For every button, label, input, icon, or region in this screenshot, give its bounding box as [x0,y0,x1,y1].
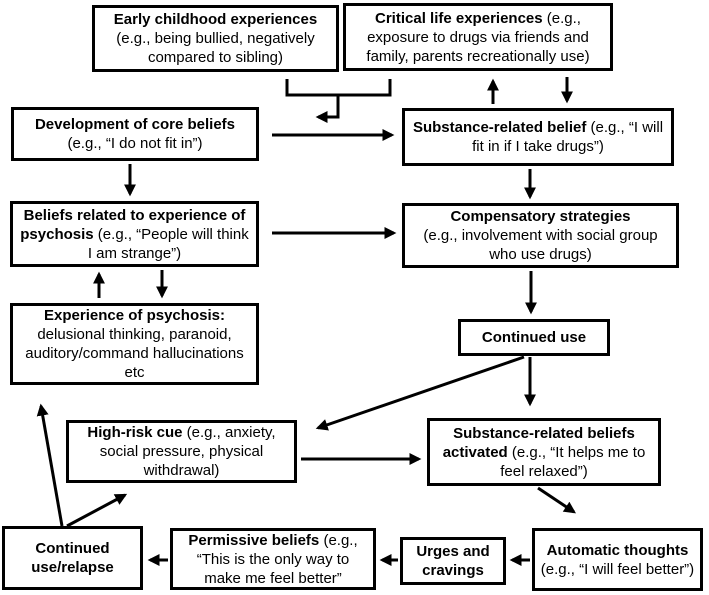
node-text: Substance-related beliefs activated (e.g… [435,424,653,481]
node-title: Automatic thoughts [546,541,689,559]
node-experience-of-psychosis: Experience of psychosis: delusional think… [10,303,259,385]
node-title: Urges and cravings [416,543,490,579]
node-text: Beliefs related to experience of psychos… [18,206,251,263]
node-example: delusional thinking, paranoid, auditory/… [25,326,244,381]
node-text: Early childhood experiences (e.g., being … [100,10,331,67]
node-development-of-core-beliefs: Development of core beliefs (e.g., “I do … [11,107,259,161]
node-example: (e.g., “I do not fit in”) [67,135,203,152]
node-title: Critical life experiences [375,9,543,27]
node-example: (e.g., “I will fit in if I take drugs”) [472,119,664,155]
node-title: Development of core beliefs [34,116,236,133]
node-text: Experience of psychosis: delusional think… [18,306,251,382]
node-text: Continued use [482,328,586,347]
node-example: (e.g., anxiety, social pressure, physica… [99,424,276,479]
node-text: Compensatory strategies (e.g., involvemen… [410,207,671,264]
node-text: Development of core beliefs (e.g., “I do … [35,115,235,153]
node-continued-use: Continued use [458,319,610,356]
node-title: Experience of psychosis: [44,307,225,324]
node-urges-and-cravings: Urges and cravings [400,537,506,585]
node-title: Permissive beliefs [188,531,320,549]
node-continued-use-relapse: Continued use/relapse [2,526,143,590]
arrow-srb-activated-to-automatic [537,486,576,514]
node-text: High-risk cue (e.g., anxiety, social pre… [74,423,289,480]
node-text: Automatic thoughts (e.g., “I will feel b… [540,541,695,579]
node-text: Urges and cravings [408,542,498,580]
node-compensatory-strategies: Compensatory strategies (e.g., involvemen… [402,203,679,268]
arrow-continued-relapse-to-experience [36,403,64,527]
node-substance-related-belief: Substance-related belief (e.g., “I will … [402,108,674,166]
node-title: Substance-related beliefs activated [442,424,635,461]
node-example: (e.g., “It helps me to feel relaxed”) [500,443,646,480]
node-automatic-thoughts: Automatic thoughts (e.g., “I will feel b… [532,528,703,591]
node-title: Continued use [481,329,587,346]
node-example: (e.g., being bullied, negatively compare… [116,30,315,66]
node-text: Continued use/relapse [10,539,135,577]
node-example: (e.g., involvement with social group who… [423,227,658,263]
node-text: Critical life experiences (e.g., exposur… [351,9,605,66]
node-early-childhood-experiences: Early childhood experiences (e.g., being … [92,5,339,72]
bracket-early-critical-merge [285,79,392,97]
node-title: High-risk cue [87,424,183,441]
node-substance-related-beliefs-activated: Substance-related beliefs activated (e.g… [427,418,661,486]
node-example: (e.g., “People will think I am strange”) [87,225,249,262]
node-title: Continued use/relapse [31,540,114,576]
node-title: Compensatory strategies [450,208,631,225]
node-high-risk-cue: High-risk cue (e.g., anxiety, social pre… [66,420,297,483]
node-critical-life-experiences: Critical life experiences (e.g., exposur… [343,3,613,71]
node-text: Substance-related belief (e.g., “I will … [410,118,666,156]
node-example: (e.g., “This is the only way to make me … [196,531,358,587]
node-example: (e.g., exposure to drugs via friends and… [366,9,590,65]
arrow-merged-to-development [315,95,340,123]
arrow-continued-use-to-high-risk [315,355,525,431]
node-text: Permissive beliefs (e.g., “This is the o… [178,531,368,588]
node-title: Beliefs related to experience of psychos… [20,206,246,243]
node-example: (e.g., “I will feel better”) [540,560,695,578]
arrow-continued-relapse-to-high-risk [66,493,128,528]
node-beliefs-related-to-psychosis: Beliefs related to experience of psychos… [10,201,259,267]
node-permissive-beliefs: Permissive beliefs (e.g., “This is the o… [170,528,376,590]
node-title: Substance-related belief [412,119,587,136]
node-title: Early childhood experiences [113,11,318,28]
